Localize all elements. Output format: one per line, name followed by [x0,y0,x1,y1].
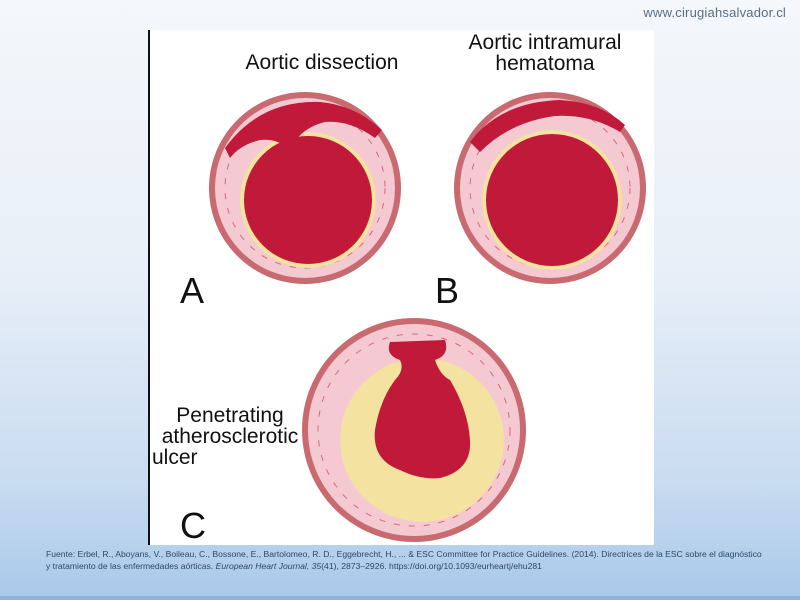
panel-c-title-line1: Penetrating [176,404,284,427]
citation-journal: European Heart Journal, 35 [215,561,322,571]
citation-doi: (41), 2873–2926. https://doi.org/10.1093… [321,561,542,571]
diagram-drawing [209,92,646,542]
penetrating-ulcer-diagram [302,318,526,542]
bottom-divider [0,596,800,600]
panel-c-title-line3: ulcer [152,446,198,469]
panel-b-title: Aortic intramural hematoma [450,32,640,74]
citation-text: Fuente: Erbel, R., Aboyans, V., Boileau,… [46,549,762,571]
website-url: www.cirugiahsalvador.cl [643,5,786,20]
source-citation: Fuente: Erbel, R., Aboyans, V., Boileau,… [46,548,766,572]
panel-a-title: Aortic dissection [245,51,399,74]
panel-b-title-line2: hematoma [495,52,595,75]
intramural-hematoma-diagram [454,92,646,284]
panel-c-title-line2: atherosclerotic [161,425,299,448]
panel-b-letter: B [435,270,460,311]
panel-b-title-line1: Aortic intramural [468,31,622,54]
aortic-diagram-figure: Aortic dissection Aortic intramural hema… [148,30,654,546]
panel-c-title: Penetrating atherosclerotic ulcer [150,405,310,468]
panel-a-letter: A [180,270,205,311]
panel-c-letter: C [180,505,206,546]
aortic-dissection-diagram [209,92,401,284]
